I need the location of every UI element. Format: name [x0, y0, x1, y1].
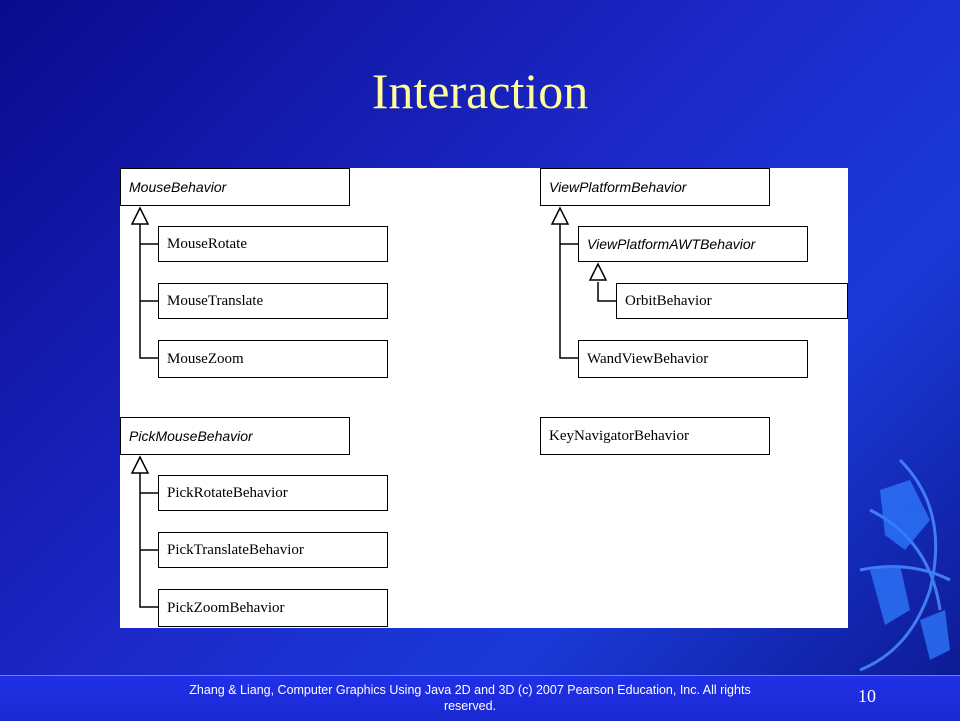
slide-title: Interaction	[371, 63, 589, 119]
key-navigator-behavior-box: KeyNavigatorBehavior	[540, 417, 770, 455]
pick-rotate-box: PickRotateBehavior	[158, 475, 388, 511]
globe-icon	[859, 458, 951, 672]
pick-inheritance-arrow	[130, 455, 150, 474]
view-connector-line	[559, 224, 578, 359]
page-number: 10	[858, 686, 876, 706]
mouse-zoom-box: MouseZoom	[158, 340, 388, 378]
view-inheritance-arrow	[550, 206, 570, 225]
awt-inheritance-arrow	[588, 262, 608, 281]
mouse-connector-line	[139, 224, 158, 359]
view-platform-awt-behavior-box: ViewPlatformAWTBehavior	[578, 226, 808, 262]
pick-zoom-box: PickZoomBehavior	[158, 589, 388, 627]
footer-bar	[0, 675, 960, 721]
pick-translate-box: PickTranslateBehavior	[158, 532, 388, 568]
wand-view-behavior-box: WandViewBehavior	[578, 340, 808, 378]
pick-mouse-behavior-box: PickMouseBehavior	[120, 417, 350, 455]
awt-connector-line	[597, 282, 616, 302]
mouse-inheritance-arrow	[130, 206, 150, 225]
mouse-behavior-box: MouseBehavior	[120, 168, 350, 206]
view-platform-behavior-box: ViewPlatformBehavior	[540, 168, 770, 206]
pick-connector-line	[139, 473, 158, 608]
mouse-translate-box: MouseTranslate	[158, 283, 388, 319]
mouse-rotate-box: MouseRotate	[158, 226, 388, 262]
footer-copyright: Zhang & Liang, Computer Graphics Using J…	[189, 683, 751, 713]
inheritance-connectors	[130, 206, 616, 608]
class-diagram: MouseBehavior MouseRotate MouseTranslate…	[120, 168, 848, 628]
orbit-behavior-box: OrbitBehavior	[616, 283, 848, 319]
